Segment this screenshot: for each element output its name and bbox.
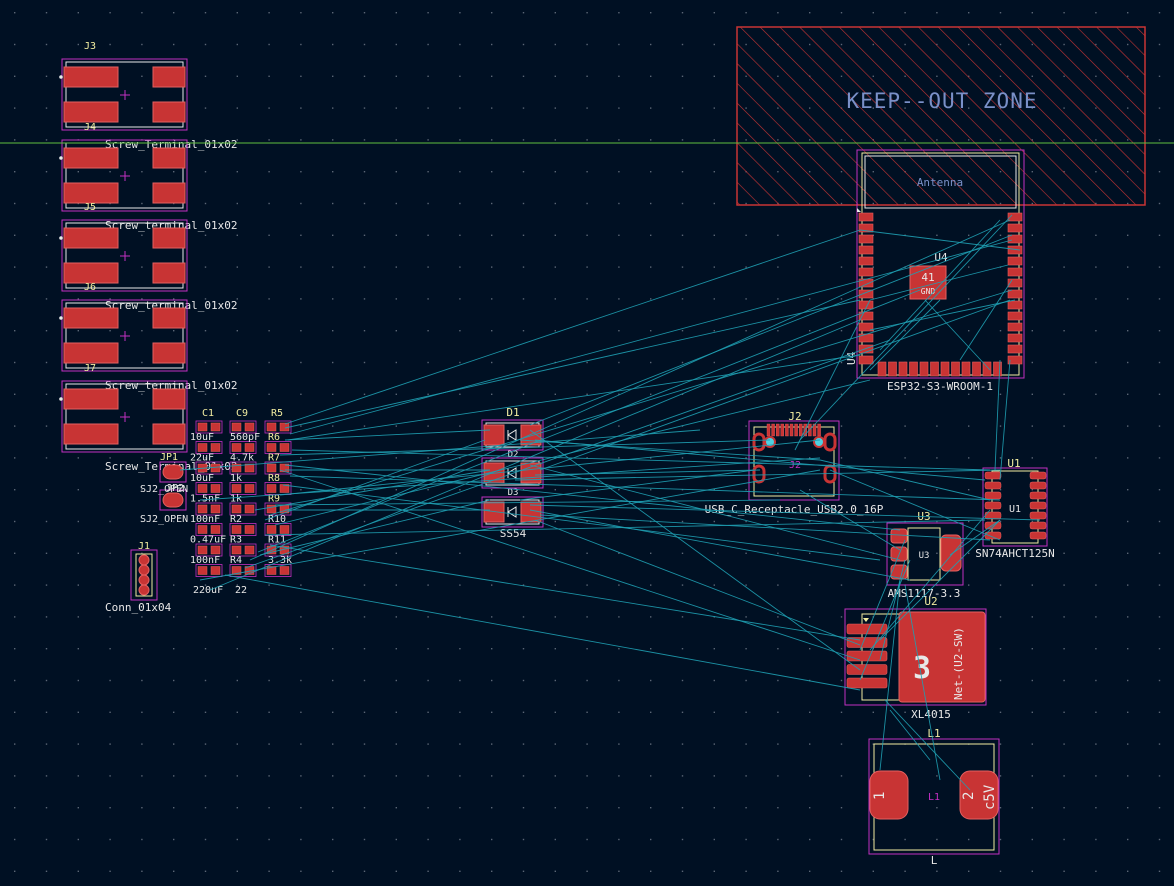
passive-col3-header: R5: [271, 408, 283, 419]
buffer-ic[interactable]: U1 U1 SN74AHCT125N: [975, 457, 1054, 560]
inductor-ref: L1: [927, 727, 940, 740]
svg-text:R2: R2: [230, 514, 242, 525]
connector-ref: J1: [138, 541, 150, 552]
regulator-ref: U2: [924, 595, 937, 608]
inductor-pad2-net: c5V: [982, 784, 998, 810]
passive-components[interactable]: C1 C9 R5 10uF 560pF R6 22uF 4.7k R7 10uF 1k R8 1.…: [190, 408, 292, 596]
jumper1-ref: JP1: [160, 452, 178, 463]
terminal-ref: J4: [84, 122, 96, 133]
terminal-value: Screw_terminal_01x02: [105, 379, 237, 392]
inductor-value: L: [931, 854, 938, 867]
passive-col1-header: C1: [202, 408, 214, 419]
terminal-ref: J5: [84, 202, 96, 213]
diode-ref-2: D2: [508, 450, 519, 460]
usb-value: USB_C_Receptacle_USB2.0_16P: [705, 503, 884, 516]
svg-text:R9: R9: [268, 494, 280, 505]
svg-text:R3: R3: [230, 535, 242, 546]
buck-regulator[interactable]: 3 Net-(U2-SW) U2 XL4015: [844, 595, 987, 721]
gnd-pad-number: 41: [921, 271, 934, 284]
esp32-module[interactable]: Antenna 41 GND U4 U4 ESP32-S3-WROOM-1: [845, 149, 1025, 393]
passive-bottom-mid: 22: [235, 585, 247, 596]
diode-3[interactable]: [481, 496, 544, 528]
solder-jumpers[interactable]: JP1 SJ2_OPEN JP2 SJ2_OPEN: [140, 452, 188, 525]
passive-pads[interactable]: [195, 420, 292, 577]
connector-value: Conn_01x04: [105, 601, 172, 614]
svg-text:R4: R4: [230, 555, 242, 566]
svg-text:1k: 1k: [230, 473, 242, 484]
keepout-label: KEEP--OUT ZONE: [846, 89, 1037, 113]
inductor[interactable]: 1 2 c5V L1 L1 L: [868, 727, 1000, 867]
jumper1-value: SJ2_OPEN: [140, 484, 188, 495]
svg-text:10uF: 10uF: [190, 432, 214, 443]
jumper2-value: SJ2_OPEN: [140, 514, 188, 525]
svg-text:R7: R7: [268, 453, 280, 464]
svg-text:100nF: 100nF: [190, 514, 220, 525]
esp32-ref: U4: [934, 251, 948, 264]
gnd-pad-net: GND: [921, 287, 936, 296]
regulator-big-pad: 3: [913, 651, 931, 686]
esp32-value: ESP32-S3-WROOM-1: [887, 380, 993, 393]
svg-text:22uF: 22uF: [190, 453, 214, 464]
buffer-ref: U1: [1007, 457, 1020, 470]
antenna-label: Antenna: [917, 176, 963, 189]
esp32-pads[interactable]: [857, 208, 1023, 377]
jumper2-ref: JP2: [166, 483, 184, 494]
terminal-ref: J3: [84, 41, 96, 52]
regulator-net: Net-(U2-SW): [952, 627, 965, 700]
buffer-value: SN74AHCT125N: [975, 547, 1054, 560]
svg-text:4.7k: 4.7k: [230, 453, 254, 464]
ldo-ref-center: U3: [919, 551, 930, 561]
svg-text:R10: R10: [268, 514, 286, 525]
svg-text:1.5nF: 1.5nF: [190, 494, 220, 505]
svg-text:R11: R11: [268, 535, 286, 546]
passive-bottom-left: 220uF: [193, 585, 223, 596]
svg-text:R6: R6: [268, 432, 280, 443]
terminal-value: Screw_terminal_01x02: [105, 299, 237, 312]
usb-ref: J2: [788, 410, 801, 423]
inductor-pad2: 2: [961, 792, 977, 800]
svg-text:1k: 1k: [230, 494, 242, 505]
connector-j1[interactable]: J1 Conn_01x04: [105, 541, 172, 614]
terminal-ref: J6: [84, 282, 96, 293]
diode-ref-3: D3: [508, 488, 519, 498]
inductor-pad1: 1: [872, 792, 888, 800]
svg-text:0.47uF: 0.47uF: [190, 535, 226, 546]
diode-value: SS54: [500, 527, 527, 540]
diode-ref: D1: [506, 406, 519, 419]
terminal-value: Screw_Terminal_01x02: [105, 138, 237, 151]
passive-col2-header: C9: [236, 408, 248, 419]
buffer-ref-center: U1: [1009, 504, 1021, 515]
inductor-ref-center: L1: [928, 792, 940, 803]
svg-text:100nF: 100nF: [190, 555, 220, 566]
terminal-value: Screw_terminal_01x02: [105, 219, 237, 232]
svg-text:560pF: 560pF: [230, 432, 260, 443]
terminal-ref: J7: [84, 363, 96, 374]
svg-text:10uF: 10uF: [190, 473, 214, 484]
keepout-zone[interactable]: KEEP--OUT ZONE: [736, 26, 1146, 206]
svg-text:R8: R8: [268, 473, 280, 484]
ratsnest-lines: [179, 214, 1041, 791]
usb-ref-center: J2: [789, 460, 801, 471]
screw-terminals[interactable]: J3Screw_Terminal_01x02J4Screw_terminal_0…: [59, 41, 237, 473]
regulator-value: XL4015: [911, 708, 951, 721]
